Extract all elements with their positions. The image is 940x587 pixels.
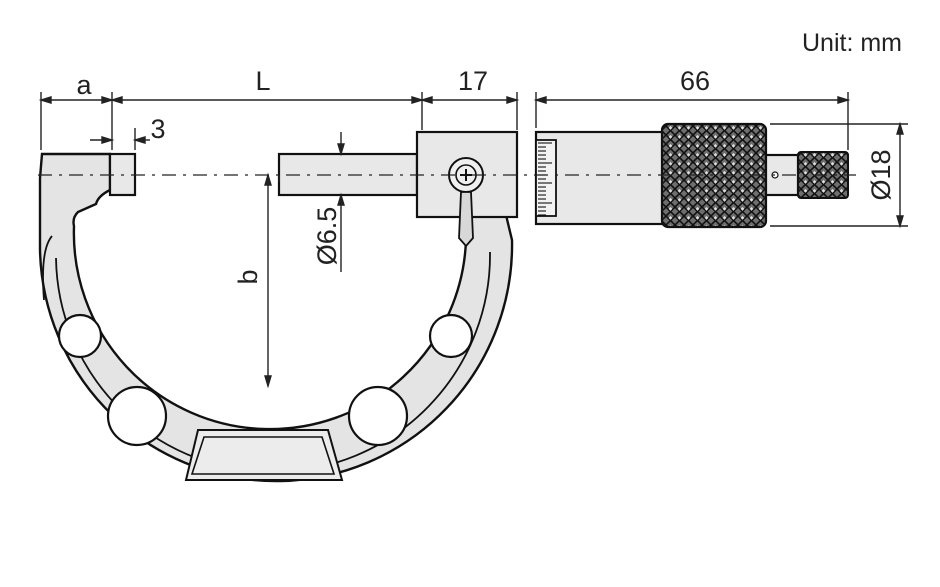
dim-label-a: a xyxy=(76,70,92,100)
dim-label-thimble-diameter: Ø18 xyxy=(866,149,896,200)
frame-hole-lower-left xyxy=(106,385,168,447)
dim-label-3: 3 xyxy=(150,114,165,144)
dim-label-66: 66 xyxy=(680,66,710,96)
extension-lines xyxy=(40,92,908,227)
thimble xyxy=(534,130,668,226)
frame-hole-right xyxy=(428,313,474,359)
knurled-grip xyxy=(660,122,768,229)
frame-plate-inner xyxy=(190,436,336,475)
dim-label-spindle-diameter: Ø6.5 xyxy=(312,207,342,266)
dim-label-b: b xyxy=(233,269,263,284)
lock-lever xyxy=(458,191,474,248)
dimension-lines xyxy=(38,96,904,389)
frame-hole-lower-right xyxy=(347,385,409,447)
dim-label-L: L xyxy=(255,66,270,96)
thimble-graduations xyxy=(538,142,552,216)
unit-label: Unit: mm xyxy=(802,29,902,57)
frame-plate xyxy=(184,429,344,481)
dim-label-17: 17 xyxy=(458,66,488,96)
frame-outer-contour xyxy=(42,235,53,301)
frame-hole-left xyxy=(57,313,103,359)
